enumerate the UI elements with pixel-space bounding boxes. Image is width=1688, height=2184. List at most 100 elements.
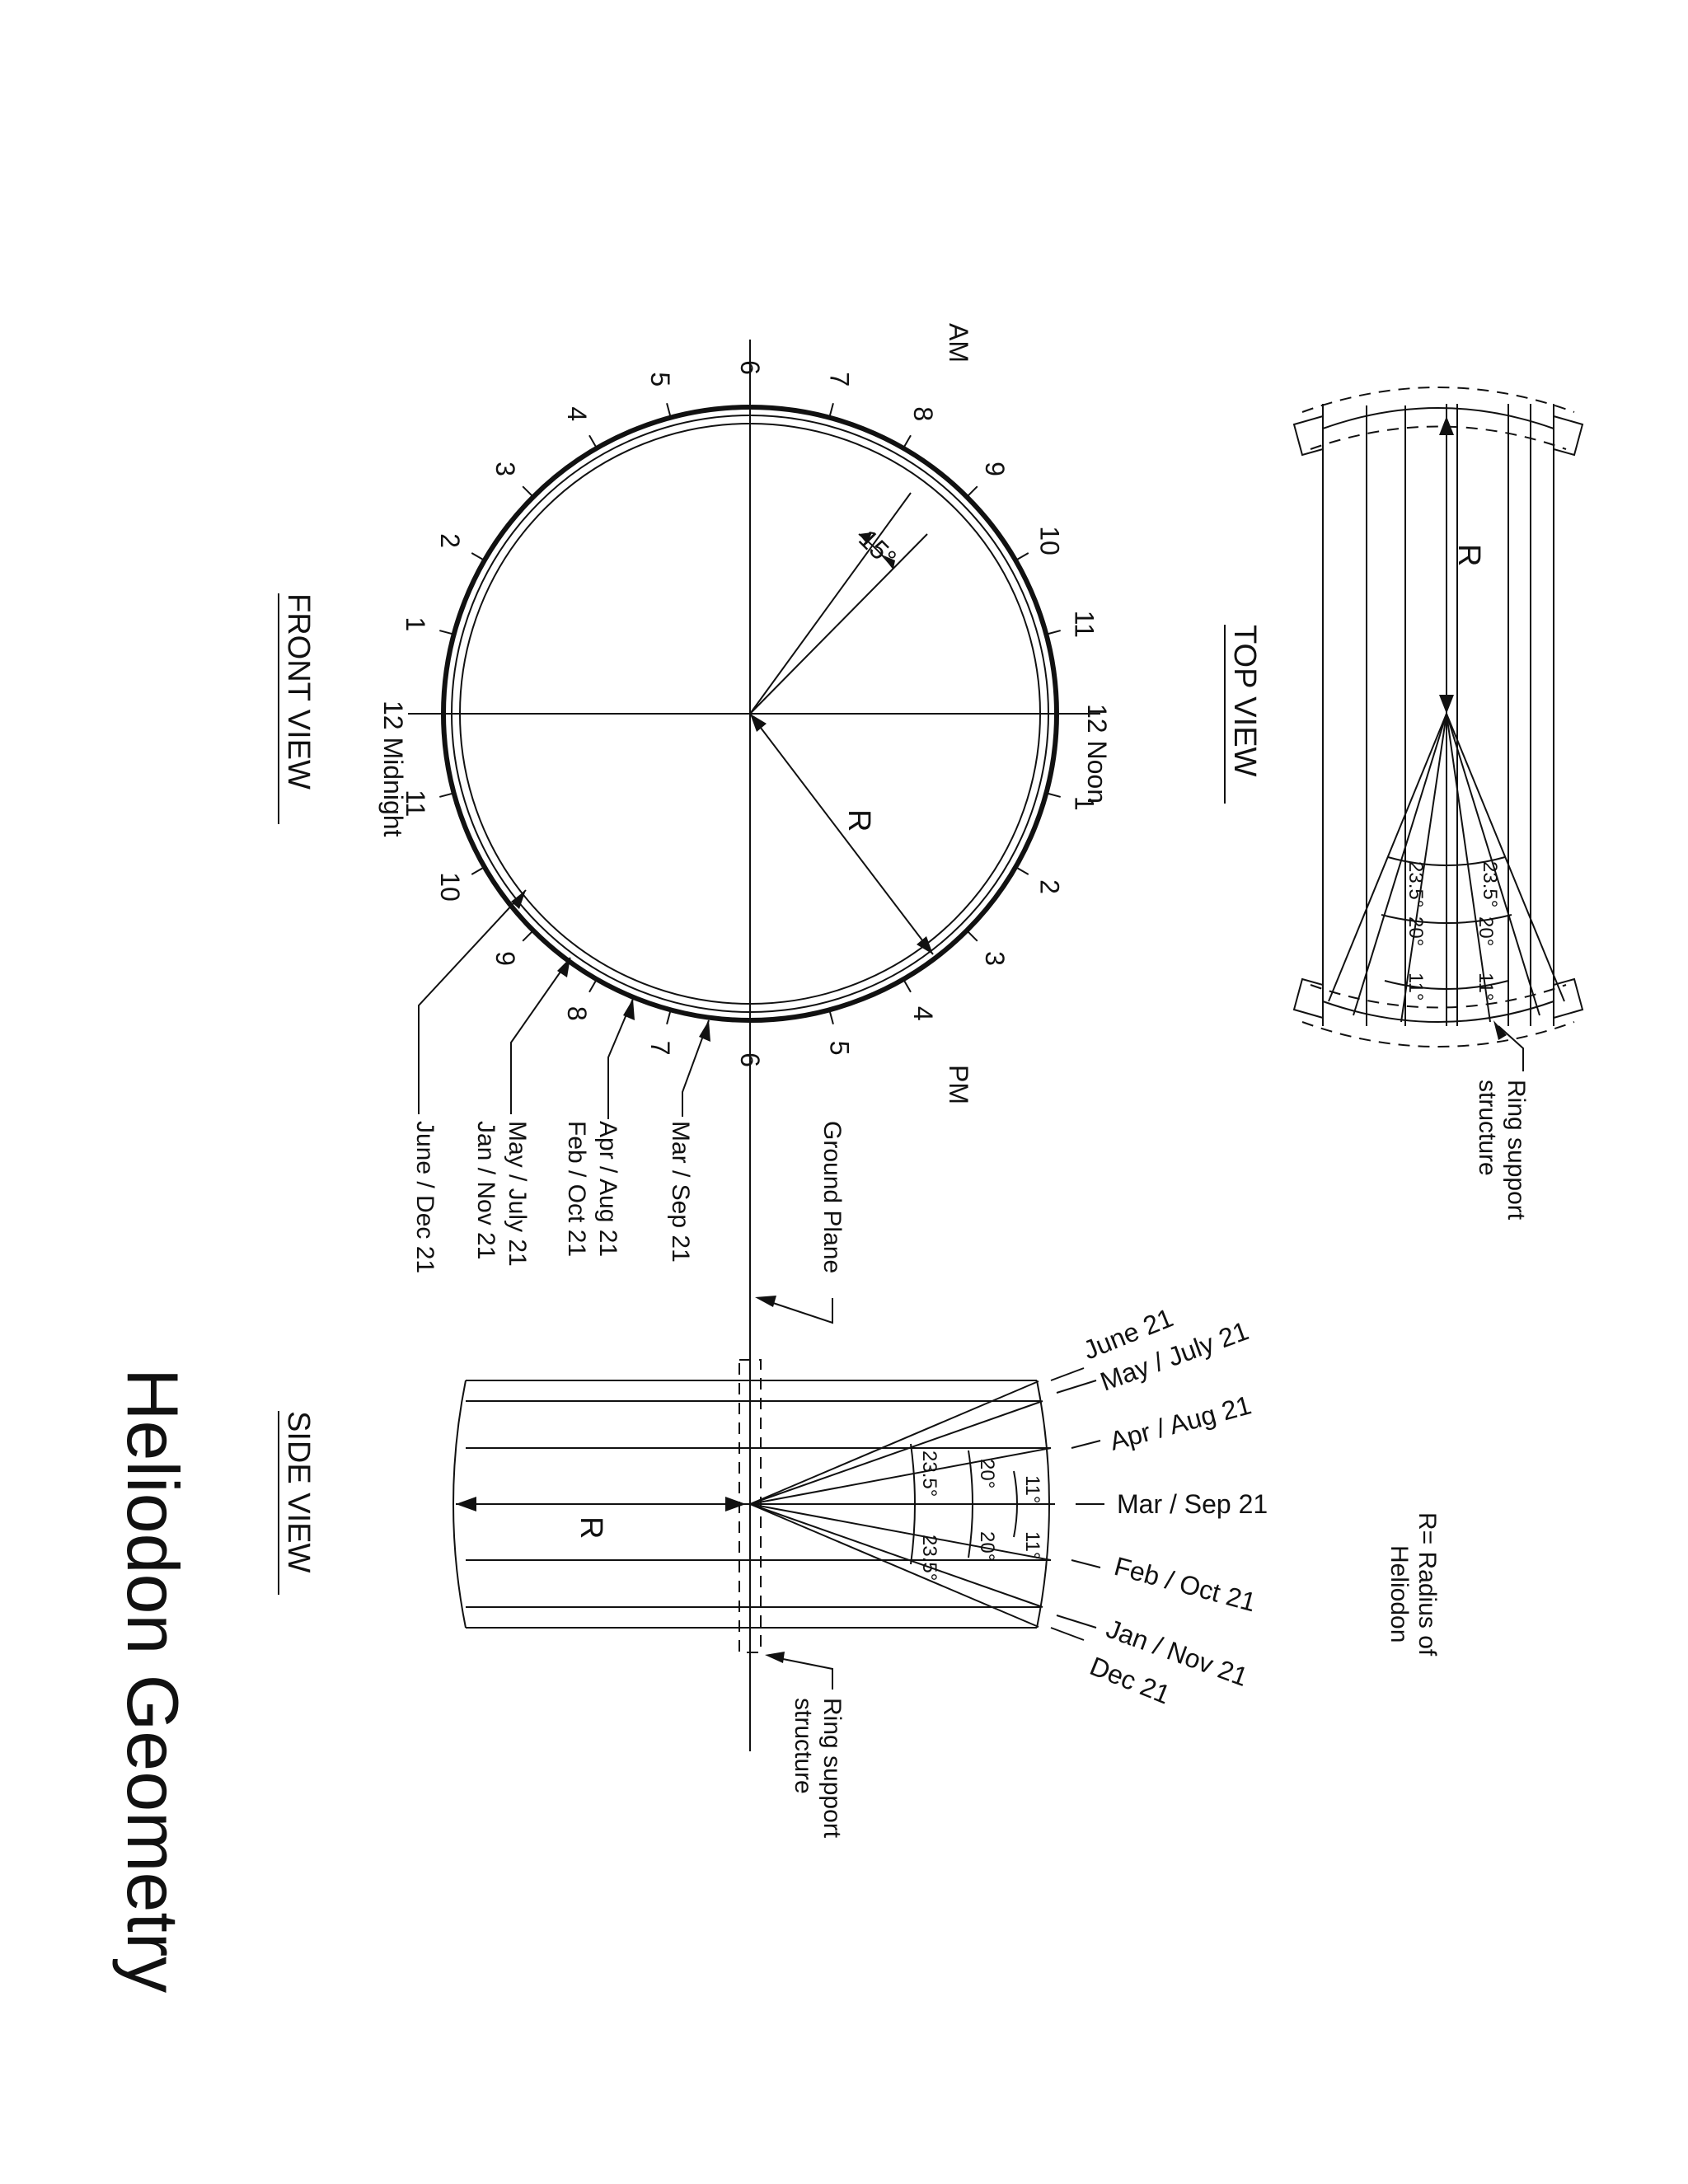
hour-tick [588,978,598,993]
hour-label: 7 [645,1041,675,1056]
hour-tick [903,978,912,993]
wedge-line-2 [749,533,928,715]
legend-line2: Heliodon [1386,1545,1413,1643]
hour-label: 5 [825,1041,855,1056]
hour-tick [1015,866,1029,875]
hour-tick [471,552,485,561]
date-may-july: May / July 21 [504,1121,531,1267]
side-date-mar-sep: Mar / Sep 21 [1117,1489,1268,1519]
side-angle-6: 23.5° [918,1535,940,1581]
drawing-title: Heliodon Geometry [112,1368,194,1993]
hour-label: 7 [825,372,855,387]
top-angle-5: 11° [1404,972,1427,1001]
hour-ticks [429,392,1071,1035]
hour-tick [903,434,912,449]
hour-tick [522,485,534,498]
hour-label: 10 [435,872,465,902]
inner-ring [459,423,1041,1005]
date-feb-oct: Feb / Oct 21 [563,1121,590,1257]
hour-label: 2 [1035,879,1065,894]
top-ring-support-line2: structure [1474,1080,1501,1176]
hour-tick [966,930,978,942]
hour-tick [439,792,454,798]
side-radius-label: R [574,1516,608,1539]
front-radius-label: R [842,809,876,832]
hour-label: 9 [490,951,520,966]
hour-tick [828,403,834,418]
hour-label: 6 [735,1052,765,1067]
front-radius-line [749,713,934,955]
top-angle-2: 23.5° [1479,861,1501,907]
svg-text:TOP VIEW: TOP VIEW [1227,625,1262,777]
side-ring-support-line2: structure [790,1698,817,1794]
hour-tick [588,434,598,449]
side-angle-4: 11° [1021,1531,1043,1560]
hour-label: 1 [401,616,430,631]
side-view: R 23.5° 20° 11° 11° 20° 23.5° June 21 Ma… [452,1302,1268,1839]
side-angle-1: 23.5° [918,1451,940,1497]
top-angle-4: 20° [1475,916,1497,946]
side-date-feb-oct: Feb / Oct 21 [1111,1551,1259,1617]
hour-label: 2 [435,533,465,548]
svg-text:FRONT VIEW: FRONT VIEW [281,593,316,790]
pm-label: PM [944,1065,973,1104]
top-ring-support-leader [1498,1025,1524,1071]
hour-tick [1046,792,1061,798]
hour-label: 3 [490,462,520,476]
legend: R= Radius of Heliodon [1386,1512,1441,1657]
hour-label: 1 [1069,796,1099,811]
top-angle-1: 23.5° [1404,861,1427,907]
hour-label: 9 [980,462,1010,476]
hour-tick [439,630,454,635]
front-view-label: FRONT VIEW [278,593,316,824]
hour-tick [471,866,485,875]
side-ring-support-line1: Ring support [818,1698,846,1839]
hour-tick [1015,552,1029,561]
hour-tick [1046,630,1061,635]
am-label: AM [944,323,973,363]
date-jan-nov: Jan / Nov 21 [472,1121,499,1259]
side-view-label: SIDE VIEW [278,1411,316,1595]
hour-tick [666,1010,672,1024]
hour-tick [828,1010,834,1024]
hour-label: 6 [735,360,765,375]
side-angle-3: 11° [1021,1475,1043,1504]
ground-plane-leader [770,1298,833,1324]
side-angle-2: 20° [976,1459,998,1488]
midnight-label: 12 Midnight [378,701,408,837]
top-ring-support-line1: Ring support [1503,1080,1530,1221]
hour-label: 8 [908,406,938,421]
wedge-angle-label: 15° [853,523,903,573]
ground-plane-label: Ground Plane [818,1121,846,1273]
hour-label: 11 [401,790,430,817]
hour-tick [666,403,672,418]
date-leaders [418,889,710,1119]
hour-label: 4 [908,1006,938,1021]
hour-label: 8 [562,1006,592,1021]
date-june-dec: June / Dec 21 [411,1121,438,1273]
date-apr-aug: Apr / Aug 21 [594,1121,621,1257]
hour-tick [966,485,978,498]
top-view-label: TOP VIEW [1224,625,1262,804]
inner-ring-2 [451,415,1049,1013]
date-mar-sep: Mar / Sep 21 [667,1121,694,1263]
hour-label: 3 [980,951,1010,966]
top-radius-label: R [1451,544,1486,566]
noon-label: 12 Noon [1082,704,1112,804]
hour-tick [522,930,534,942]
hour-label: 4 [562,406,592,421]
side-angle-5: 20° [976,1531,998,1561]
top-view: R 23.5° 23.5° 20° 20° 11° 11° Ring suppo… [1292,387,1584,1221]
side-date-apr-aug: Apr / Aug 21 [1106,1390,1254,1455]
wedge-line-1 [749,492,912,715]
hour-label: 5 [645,372,675,387]
hour-label: 11 [1069,611,1099,638]
top-angle-3: 20° [1404,916,1427,946]
hour-label: 10 [1035,526,1065,555]
side-ring-support-leader [770,1656,833,1690]
legend-line1: R= Radius of [1414,1512,1441,1657]
top-angle-6: 11° [1475,972,1497,1001]
